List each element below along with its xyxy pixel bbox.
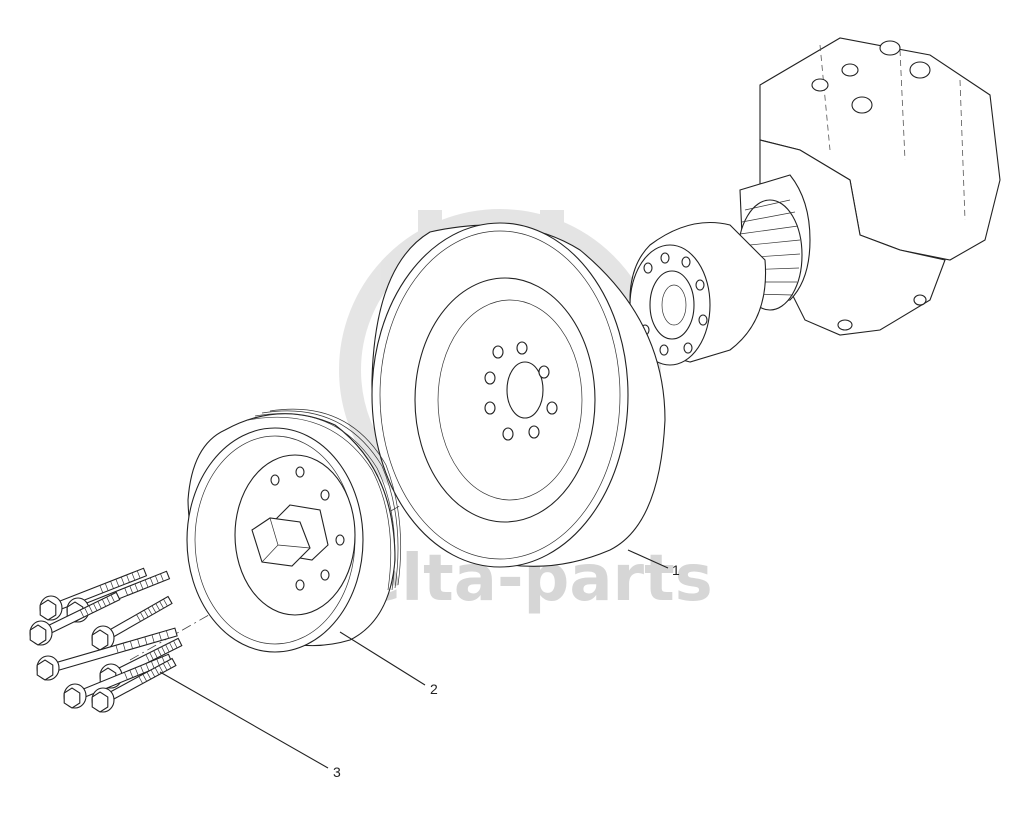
pulley <box>186 408 402 653</box>
callout-1: 1 <box>672 562 680 578</box>
bolt-set <box>29 567 183 713</box>
bolt <box>29 591 121 646</box>
crankshaft <box>629 37 1001 366</box>
center-hex-bolt <box>251 504 329 567</box>
callout-3: 3 <box>333 764 341 780</box>
leader-line-3 <box>159 671 329 769</box>
bolt <box>63 653 173 709</box>
pulley-bolt-holes <box>270 466 345 591</box>
damper-disc <box>371 222 666 568</box>
pulley-grooves <box>247 408 402 591</box>
callout-2: 2 <box>430 681 438 697</box>
leader-line-2 <box>339 631 426 686</box>
leader-line-1 <box>627 549 669 569</box>
bolt <box>91 657 177 713</box>
bolt <box>91 595 173 651</box>
bolt <box>36 627 178 681</box>
damper-bolt-holes <box>484 341 558 441</box>
